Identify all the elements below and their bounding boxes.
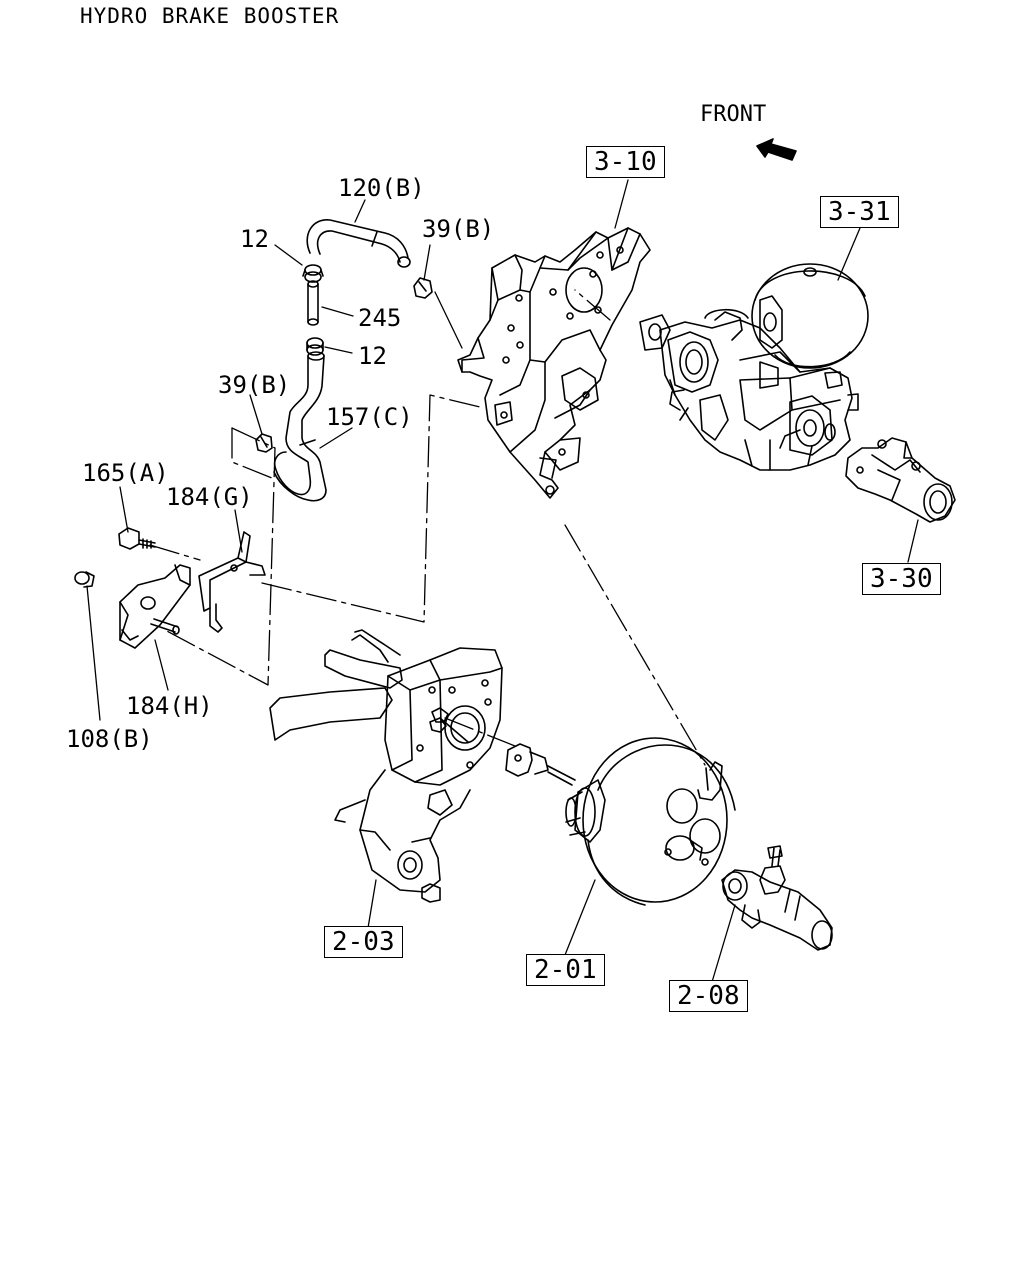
front-label: FRONT	[700, 102, 767, 127]
ref-box-3-31[interactable]: 3-31	[820, 196, 899, 228]
ref-box-2-03[interactable]: 2-03	[324, 926, 403, 958]
callout-165a: 165(A)	[82, 459, 169, 487]
bolt-108b	[75, 572, 94, 587]
callout-184g: 184(G)	[166, 483, 253, 511]
hose-157c	[274, 352, 326, 501]
callout-39b-top: 39(B)	[422, 215, 495, 243]
bracket-3-10	[458, 228, 650, 498]
diagram-title: HYDRO BRAKE BOOSTER	[80, 4, 340, 28]
bracket-184g	[199, 532, 265, 632]
callout-184h: 184(H)	[126, 692, 213, 720]
callout-12-top: 12	[240, 225, 269, 253]
accumulator-3-31	[752, 264, 868, 368]
ref-box-2-01[interactable]: 2-01	[526, 954, 605, 986]
clip-39b-left	[256, 434, 272, 452]
callout-245: 245	[358, 304, 402, 332]
clip-39b-top	[414, 278, 432, 298]
ref-box-3-30[interactable]: 3-30	[862, 563, 941, 595]
hydro-booster-body	[640, 310, 858, 470]
clamp-12-bottom	[307, 338, 323, 355]
front-arrow-icon	[757, 139, 796, 160]
brake-booster-2-01	[566, 738, 735, 905]
callout-108b: 108(B)	[66, 725, 153, 753]
phantom-lines	[150, 290, 705, 765]
callout-39b-left: 39(B)	[218, 371, 291, 399]
push-rod-clevis	[506, 744, 575, 785]
pedal-bracket-2-03	[270, 630, 502, 902]
pipe-245	[308, 281, 318, 325]
hose-120b	[307, 220, 410, 267]
ref-box-3-10[interactable]: 3-10	[586, 146, 665, 178]
connector-3-30	[846, 438, 955, 522]
clamp-12-top	[303, 265, 323, 282]
bracket-184h	[120, 565, 190, 648]
callout-120b: 120(B)	[338, 174, 425, 202]
callout-157c: 157(C)	[326, 403, 413, 431]
master-cylinder-2-08	[722, 846, 832, 950]
ref-box-2-08[interactable]: 2-08	[669, 980, 748, 1012]
ref-leaders	[368, 180, 918, 982]
callout-12-bottom: 12	[358, 342, 387, 370]
bolt-165a	[119, 528, 155, 549]
